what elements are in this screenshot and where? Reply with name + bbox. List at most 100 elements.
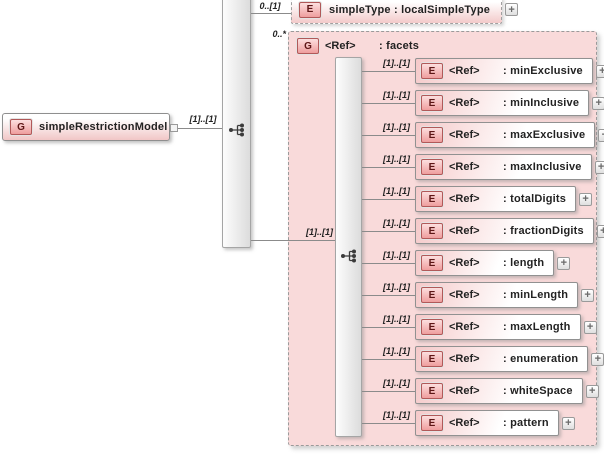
facet-name-label: : pattern xyxy=(503,417,549,429)
collapse-connector-square[interactable] xyxy=(170,124,178,132)
element-box-length[interactable]: E <Ref> : length xyxy=(415,250,555,276)
facet-name-label: : maxExclusive xyxy=(503,129,586,141)
cardinality-label: [1]..[1] xyxy=(383,250,410,260)
cardinality-label: 0..* xyxy=(272,29,286,39)
expand-button[interactable]: + xyxy=(581,288,595,302)
element-icon: E xyxy=(421,255,443,271)
ref-label: <Ref> xyxy=(449,65,480,77)
group-box-simpleRestrictionModel[interactable]: G simpleRestrictionModel xyxy=(2,113,170,141)
element-icon: E xyxy=(421,95,443,111)
facet-row-pattern: [1]..[1] E <Ref> : pattern + xyxy=(362,410,600,436)
ref-label: <Ref> xyxy=(449,129,480,141)
element-icon: E xyxy=(421,159,443,175)
element-box-minExclusive[interactable]: E <Ref> : minExclusive xyxy=(415,58,593,84)
cardinality-label: [1]..[1] xyxy=(306,227,333,237)
expand-button[interactable]: + xyxy=(561,416,575,430)
connector-line xyxy=(362,71,415,72)
element-icon: E xyxy=(421,191,443,207)
sequence-icon xyxy=(341,249,356,263)
connector-line xyxy=(362,103,415,104)
element-box-maxInclusive[interactable]: E <Ref> : maxInclusive xyxy=(415,154,592,180)
cardinality-label: [1]..[1] xyxy=(383,346,410,356)
element-box-maxExclusive[interactable]: E <Ref> : maxExclusive xyxy=(415,122,596,148)
element-box-fractionDigits[interactable]: E <Ref> : fractionDigits xyxy=(415,218,594,244)
facet-row-maxExclusive: [1]..[1] E <Ref> : maxExclusive + xyxy=(362,122,604,148)
cardinality-label: 0..[1] xyxy=(259,1,281,11)
ref-label: <Ref> xyxy=(449,161,480,173)
facets-name-label: : facets xyxy=(379,40,420,52)
expand-button[interactable]: + xyxy=(596,224,604,238)
expand-button[interactable]: + xyxy=(583,320,597,334)
cardinality-label: [1]..[1] xyxy=(383,122,410,132)
expand-button[interactable]: + xyxy=(594,160,604,174)
facet-name-label: : whiteSpace xyxy=(503,385,573,397)
connector-line xyxy=(178,128,222,129)
group-icon: G xyxy=(10,119,32,135)
facet-name-label: : minExclusive xyxy=(503,65,583,77)
ref-label: <Ref> xyxy=(449,353,480,365)
facet-row-maxLength: [1]..[1] E <Ref> : maxLength + xyxy=(362,314,600,340)
facet-name-label: : enumeration xyxy=(503,353,579,365)
facet-row-maxInclusive: [1]..[1] E <Ref> : maxInclusive + xyxy=(362,154,604,180)
expand-button[interactable]: + xyxy=(585,384,599,398)
facet-name-label: : maxInclusive xyxy=(503,161,582,173)
expand-button[interactable]: + xyxy=(591,352,604,366)
facets-header: G <Ref> : facets xyxy=(297,38,419,54)
root-group-label: simpleRestrictionModel xyxy=(39,121,168,133)
connector-line xyxy=(362,327,415,328)
connector-line xyxy=(362,359,415,360)
element-box-pattern[interactable]: E <Ref> : pattern xyxy=(415,410,559,436)
connector-line xyxy=(251,240,335,241)
inner-sequence-compositor[interactable] xyxy=(335,57,362,437)
facet-name-label: : fractionDigits xyxy=(503,225,584,237)
connector-line xyxy=(362,231,415,232)
element-icon: E xyxy=(421,287,443,303)
ref-label: <Ref> xyxy=(449,385,480,397)
sequence-icon xyxy=(229,123,244,137)
sequence-compositor[interactable] xyxy=(222,0,251,248)
element-box-minInclusive[interactable]: E <Ref> : minInclusive xyxy=(415,90,590,116)
facet-row-totalDigits: [1]..[1] E <Ref> : totalDigits + xyxy=(362,186,600,212)
connector-line xyxy=(362,295,415,296)
element-icon: E xyxy=(421,351,443,367)
facet-name-label: : minInclusive xyxy=(503,97,580,109)
facet-row-minInclusive: [1]..[1] E <Ref> : minInclusive + xyxy=(362,90,604,116)
connector-line xyxy=(362,263,415,264)
connector-line xyxy=(362,423,415,424)
facet-row-length: [1]..[1] E <Ref> : length + xyxy=(362,250,600,276)
element-box-enumeration[interactable]: E <Ref> : enumeration xyxy=(415,346,589,372)
ref-label: <Ref> xyxy=(449,417,480,429)
expand-button[interactable]: + xyxy=(579,192,593,206)
expand-button[interactable]: + xyxy=(557,256,571,270)
element-icon: E xyxy=(421,319,443,335)
connector-line xyxy=(251,13,291,14)
ref-label: <Ref> xyxy=(449,321,480,333)
element-box-maxLength[interactable]: E <Ref> : maxLength xyxy=(415,314,581,340)
facets-ref-label: <Ref> xyxy=(325,40,356,52)
ref-label: <Ref> xyxy=(449,257,480,269)
element-icon: E xyxy=(299,1,321,18)
element-icon: E xyxy=(421,383,443,399)
cardinality-label: [1]..[1] xyxy=(383,58,410,68)
facet-row-enumeration: [1]..[1] E <Ref> : enumeration + xyxy=(362,346,604,372)
ref-label: <Ref> xyxy=(449,97,480,109)
element-box-whiteSpace[interactable]: E <Ref> : whiteSpace xyxy=(415,378,583,404)
connector-line xyxy=(362,391,415,392)
cardinality-label: [1]..[1] xyxy=(383,314,410,324)
cardinality-label: [1]..[1] xyxy=(383,90,410,100)
expand-button[interactable]: + xyxy=(505,3,519,16)
element-box-simpleType[interactable]: E simpleType : localSimpleType xyxy=(291,0,503,24)
expand-button[interactable]: + xyxy=(592,96,604,110)
cardinality-label: [1]..[1] xyxy=(383,154,410,164)
element-box-minLength[interactable]: E <Ref> : minLength xyxy=(415,282,579,308)
element-icon: E xyxy=(421,223,443,239)
expand-button[interactable]: + xyxy=(595,64,604,78)
element-box-totalDigits[interactable]: E <Ref> : totalDigits xyxy=(415,186,577,212)
expand-button[interactable]: + xyxy=(598,128,604,142)
facet-row-whiteSpace: [1]..[1] E <Ref> : whiteSpace + xyxy=(362,378,600,404)
facet-name-label: : maxLength xyxy=(503,321,571,333)
cardinality-label: [1]..[1] xyxy=(383,410,410,420)
ref-label: <Ref> xyxy=(449,193,480,205)
cardinality-label: [1]..[1] xyxy=(383,218,410,228)
